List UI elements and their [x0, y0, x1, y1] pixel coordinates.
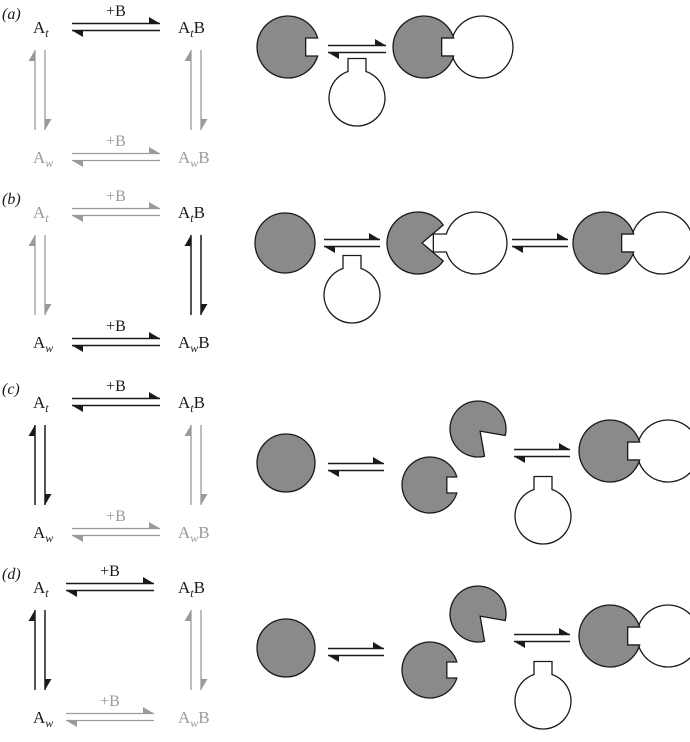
free-ligand	[323, 254, 381, 324]
binding-equilibrium-arrows	[514, 443, 570, 463]
bottom-equilibrium-arrows	[66, 707, 154, 727]
bound-complex-ligand	[624, 419, 690, 483]
left-equilibrium-arrows	[28, 425, 52, 505]
bottom-equilibrium-arrows	[72, 332, 160, 352]
species-top-left: At	[33, 18, 49, 40]
left-equilibrium-arrows	[28, 610, 52, 690]
binding-equilibrium-arrows	[514, 628, 570, 648]
panel-c: (c) At AtB Aw AwB +B +B	[2, 378, 690, 545]
bound-complex	[578, 604, 690, 668]
bottom-equilibrium-arrows	[72, 147, 160, 167]
species-bottom-right: AwB	[178, 333, 210, 355]
species-top-right: AtB	[178, 18, 205, 40]
bound-complex-ligand	[438, 15, 514, 79]
bottom-arrow-label: +B	[106, 508, 126, 525]
protein-weak-state	[256, 433, 316, 493]
protein-tight-state	[256, 15, 319, 79]
conformational-equilibrium-arrows	[328, 457, 384, 477]
species-bottom-left: Aw	[33, 523, 53, 545]
species-bottom-left: Aw	[33, 708, 53, 730]
top-equilibrium-arrows	[66, 577, 154, 597]
bound-complex-protein	[578, 604, 641, 668]
mechanism-schematic	[256, 585, 690, 730]
conformational-equilibrium-arrows	[328, 642, 384, 662]
right-equilibrium-arrows	[184, 235, 208, 315]
bound-complex	[572, 211, 690, 275]
top-arrow-label: +B	[100, 563, 120, 580]
species-top-left: At	[33, 393, 49, 415]
protein-tight-state-lower	[401, 641, 458, 699]
binding-equilibrium-arrows	[324, 233, 380, 253]
mechanism-schematic	[256, 400, 690, 545]
bound-complex	[578, 419, 690, 483]
mechanism-schematic	[254, 211, 690, 324]
left-equilibrium-arrows	[28, 50, 52, 130]
panel-label: (a)	[2, 6, 21, 23]
species-top-left: At	[33, 203, 49, 225]
species-top-right: AtB	[178, 393, 205, 415]
protein-weak-state	[254, 212, 316, 274]
right-equilibrium-arrows	[184, 425, 208, 505]
bottom-arrow-label: +B	[100, 693, 120, 710]
free-ligand	[514, 660, 572, 730]
species-top-left: At	[33, 578, 49, 600]
species-bottom-left: Aw	[33, 333, 53, 355]
isomerization-equilibrium-arrows	[512, 233, 568, 253]
right-equilibrium-arrows	[184, 610, 208, 690]
panel-a: (a) At AtB Aw AwB +B +B	[2, 3, 514, 170]
protein-tight-state-lower	[401, 456, 458, 514]
top-equilibrium-arrows	[72, 17, 160, 37]
encounter-complex-ligand	[432, 211, 508, 275]
panel-label: (b)	[2, 191, 21, 208]
panel-label: (c)	[2, 381, 20, 398]
free-ligand	[514, 475, 572, 545]
top-equilibrium-arrows	[72, 392, 160, 412]
bottom-arrow-label: +B	[106, 133, 126, 150]
top-arrow-label: +B	[106, 378, 126, 395]
encounter-complex	[386, 211, 508, 275]
left-equilibrium-arrows	[28, 235, 52, 315]
bound-complex-protein	[578, 419, 641, 483]
bound-complex-protein	[572, 211, 635, 275]
species-bottom-right: AwB	[178, 148, 210, 170]
right-equilibrium-arrows	[184, 50, 208, 130]
species-bottom-right: AwB	[178, 523, 210, 545]
top-arrow-label: +B	[106, 3, 126, 20]
bound-complex-ligand	[618, 211, 690, 275]
species-top-right: AtB	[178, 578, 205, 600]
top-equilibrium-arrows	[72, 202, 160, 222]
binding-equilibrium-arrows	[328, 39, 386, 59]
panel-label: (d)	[2, 566, 21, 583]
species-bottom-right: AwB	[178, 708, 210, 730]
panel-d: (d) At AtB Aw AwB +B +B	[2, 563, 690, 730]
bottom-arrow-label: +B	[106, 318, 126, 335]
encounter-complex-protein	[386, 211, 445, 275]
bottom-equilibrium-arrows	[72, 522, 160, 542]
panel-b: (b) At AtB Aw AwB +B +B	[2, 188, 690, 355]
bound-complex-protein	[392, 15, 455, 79]
species-bottom-left: Aw	[33, 148, 53, 170]
species-top-right: AtB	[178, 203, 205, 225]
protein-tight-state-upper	[449, 400, 507, 458]
mechanism-schematic	[256, 15, 514, 127]
protein-weak-state	[256, 618, 316, 678]
free-ligand	[328, 57, 386, 127]
bound-complex-ligand	[624, 604, 690, 668]
protein-tight-state-upper	[449, 585, 507, 643]
top-arrow-label: +B	[106, 188, 126, 205]
bound-complex	[392, 15, 514, 79]
